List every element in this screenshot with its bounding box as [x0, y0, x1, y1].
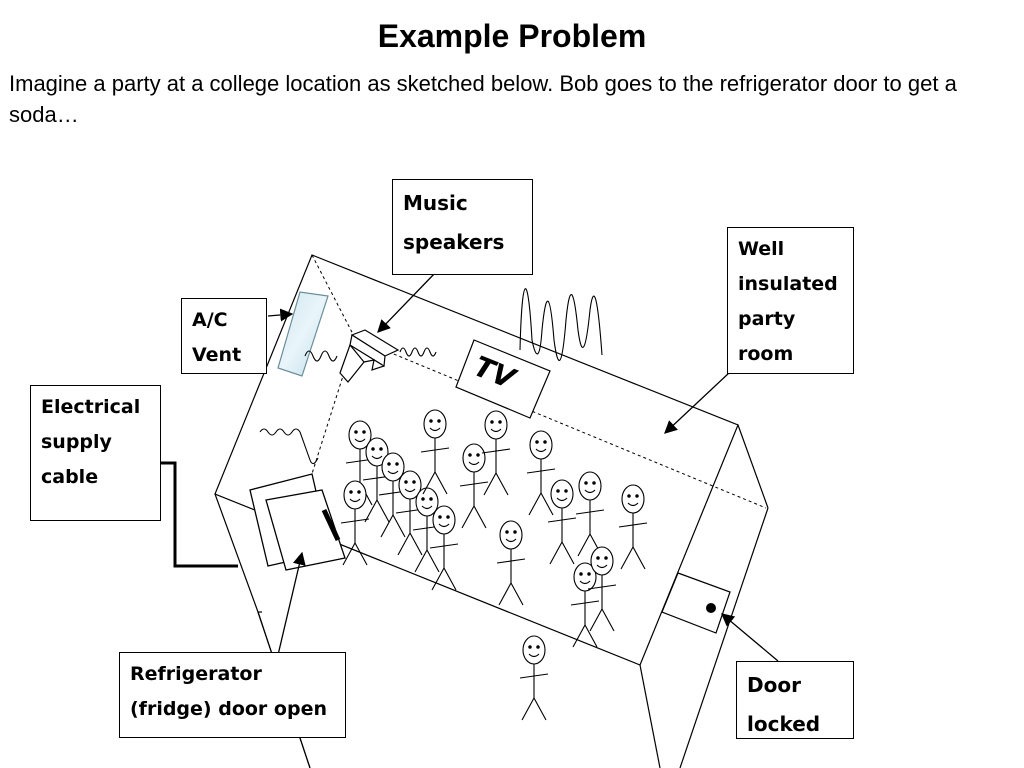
label-music-speakers: Music speakers: [392, 179, 533, 275]
stick-figure: [547, 479, 577, 565]
stick-figure: [570, 562, 600, 648]
slide-title: Example Problem: [377, 18, 647, 54]
stick-figure: [481, 410, 511, 496]
label-ac-vent: A/C Vent: [181, 298, 267, 374]
stick-figure: [412, 487, 442, 573]
stick-figure: [496, 520, 526, 606]
stick-figure: [587, 546, 617, 632]
stick-figure: [420, 409, 450, 495]
stick-figure: [526, 430, 556, 516]
label-arrows: [267, 271, 779, 662]
door-icon: [661, 572, 731, 634]
stick-figure: [395, 470, 425, 556]
stick-figure: [618, 484, 648, 570]
label-refrigerator: Refrigerator (fridge) door open: [119, 652, 346, 738]
stick-figure: [459, 443, 489, 529]
intro-text: Imagine a party at a college location as…: [9, 71, 957, 127]
stick-figure: [429, 505, 459, 591]
tv-icon: [455, 339, 551, 419]
speaker-icon: [339, 329, 400, 383]
sound-waves: [259, 288, 603, 465]
party-people: [340, 409, 648, 721]
stick-figure: [340, 480, 370, 566]
label-electrical-supply-cable: Electrical supply cable: [30, 385, 161, 521]
label-door-locked: Door locked: [736, 661, 854, 739]
ac-vent-icon: [277, 291, 329, 377]
stick-figure: [519, 635, 549, 721]
stick-figure: [575, 471, 605, 557]
refrigerator-icon: [249, 473, 346, 571]
electrical-cable: [160, 461, 238, 568]
label-well-insulated-room: Well insulated party room: [727, 227, 854, 374]
stick-figure: [362, 437, 392, 523]
stick-figure: [378, 452, 408, 538]
